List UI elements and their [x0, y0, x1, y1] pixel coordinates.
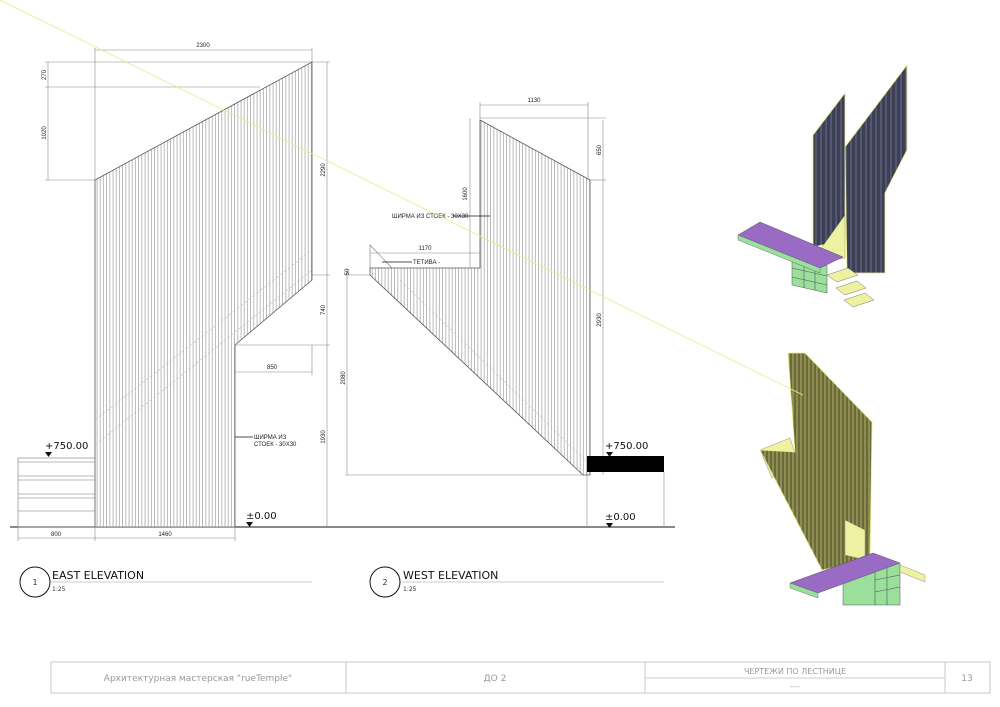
dim-top-width: 2300: [196, 43, 210, 49]
dim-step: 50: [345, 268, 351, 275]
note-screen: ШИРМА ИЗ СТОЕК - 30Х30: [392, 214, 469, 220]
dim-right-top: 650: [597, 144, 603, 155]
level-marker-icon: [606, 452, 613, 457]
east-steps: [17, 457, 96, 528]
floor-slab: [587, 456, 664, 472]
level-marker-icon: [246, 522, 253, 527]
dim-left-lower: 2080: [341, 371, 347, 385]
sheet-title: ЧЕРТЕЖИ ПО ЛЕСТНИЦЕ: [744, 667, 846, 676]
sheet-number: 13: [961, 674, 972, 684]
view-number: 2: [382, 578, 387, 587]
dim-bottom-left: 800: [51, 532, 62, 538]
dim-landing-width: 850: [267, 365, 278, 371]
east-screen-panel: [94, 61, 313, 528]
stage-label: ДО 2: [484, 674, 507, 684]
west-elevation: 1130 650 1600 2930 2080 1170 50 ШИРМА ИЗ…: [341, 98, 665, 598]
note-screen-line2: СТОЕК - 30Х30: [254, 442, 297, 448]
view-number: 1: [32, 578, 37, 587]
dim-top-width: 1130: [528, 98, 542, 104]
dim-left-upper: 1600: [463, 187, 469, 201]
level-marker-icon: [45, 452, 52, 457]
dim-left-mid: 1020: [42, 126, 48, 140]
title-block: [50, 661, 991, 694]
dim-bottom-main: 1460: [158, 532, 172, 538]
level-marker-icon: [606, 523, 613, 528]
dim-landing-width: 1170: [419, 246, 433, 252]
level-upper: +750.00: [45, 441, 88, 452]
isometric-view-bottom: [0, 0, 926, 606]
east-elevation: 2300 270 1020 2290 740 1930 850 800 1460…: [17, 43, 330, 598]
dim-right-lower: 2930: [597, 313, 603, 327]
note-screen-line1: ШИРМА ИЗ: [254, 435, 287, 441]
view-scale: 1:25: [403, 586, 417, 593]
level-upper: +750.00: [605, 441, 648, 452]
iso-screen-panel-right: [844, 63, 908, 274]
dim-left-top: 270: [42, 69, 48, 80]
level-ground: ±0.00: [246, 511, 277, 522]
view-number-circle: [19, 566, 51, 598]
view-scale: 1:25: [52, 586, 66, 593]
level-ground: ±0.00: [605, 512, 636, 523]
isometric-view-top: [737, 63, 908, 308]
sheet-subtitle: ----: [790, 683, 801, 691]
dim-right-mid: 740: [321, 304, 327, 315]
studio-name: Архитектурная мастерская "rueTemple": [104, 674, 292, 684]
dim-right-lower: 1930: [321, 430, 327, 444]
note-stringer: ТЕТИВА -: [413, 260, 440, 266]
dim-right-upper: 2290: [321, 163, 327, 177]
view-title: EAST ELEVATION: [52, 569, 144, 582]
west-screen-panel: [369, 119, 591, 476]
view-title: WEST ELEVATION: [403, 569, 498, 582]
view-number-circle: [369, 566, 401, 598]
